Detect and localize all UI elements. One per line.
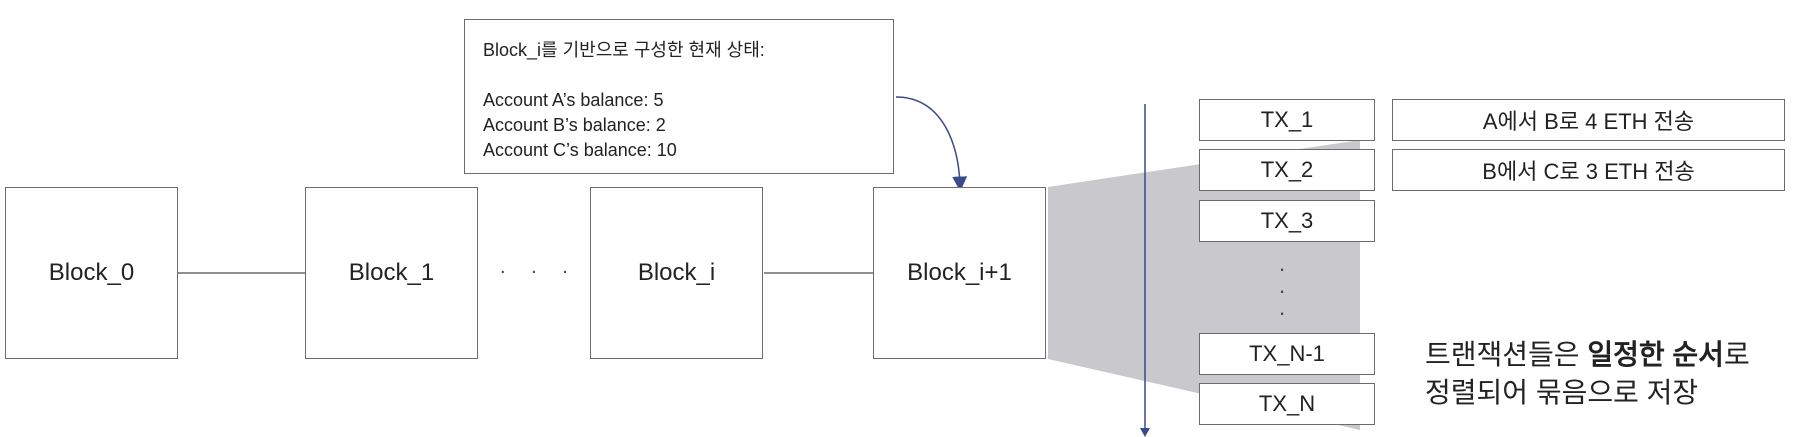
block-1: Block_1 (305, 187, 478, 359)
tx-ellipsis-dot: · (1278, 300, 1286, 325)
callout-line-b: Account B’s balance: 2 (483, 115, 666, 135)
tx-2-label: TX_2 (1260, 157, 1314, 182)
tx-1: TX_1 (1199, 99, 1375, 141)
ordering-note-line-2: 정렬되어 묶음으로 저장 (1425, 377, 1699, 408)
block-i-plus-1-label: Block_i+1 (907, 259, 1012, 286)
state-callout: Block_i를 기반으로 구성한 현재 상태: Account A’s bal… (464, 19, 894, 174)
block-1-label: Block_1 (348, 259, 435, 286)
tx-3-label: TX_3 (1260, 208, 1314, 233)
order-axis-arrowhead (1140, 428, 1150, 437)
callout-line-c: Account C’s balance: 10 (483, 140, 677, 160)
tx-ellipsis: · · · (1272, 258, 1292, 324)
tx-ellipsis-dot: · (1278, 278, 1286, 303)
block-0-label: Block_0 (48, 259, 135, 286)
blocks-ellipsis: . . . (500, 256, 578, 278)
tx-2-description: B에서 C로 3 ETH 전송 (1392, 149, 1785, 191)
ordering-note: 트랜잭션들은 일정한 순서로 정렬되어 묶음으로 저장 (1425, 336, 1785, 412)
tx-ellipsis-dot: · (1278, 256, 1286, 281)
block-i-label: Block_i (637, 259, 716, 286)
ordering-note-line-1: 트랜잭션들은 일정한 순서로 (1425, 336, 1785, 374)
tx-n-minus-1-label: TX_N-1 (1249, 341, 1325, 366)
tx-n-minus-1: TX_N-1 (1199, 333, 1375, 375)
tx-2: TX_2 (1199, 149, 1375, 191)
note-prefix: 트랜잭션들은 (1425, 339, 1588, 370)
tx-n-label: TX_N (1258, 391, 1316, 416)
tx-n: TX_N (1199, 383, 1375, 425)
tx-2-description-text: B에서 C로 3 ETH 전송 (1482, 159, 1695, 184)
callout-line-a: Account A’s balance: 5 (483, 90, 664, 110)
tx-1-description-text: A에서 B로 4 ETH 전송 (1482, 109, 1695, 134)
note-emphasis: 일정한 순서 (1587, 339, 1724, 370)
tx-1-description: A에서 B로 4 ETH 전송 (1392, 99, 1785, 141)
state-arrow (895, 96, 968, 192)
block-i: Block_i (590, 187, 763, 359)
tx-1-label: TX_1 (1260, 107, 1314, 132)
block-0: Block_0 (5, 187, 178, 359)
tx-3: TX_3 (1199, 200, 1375, 242)
note-suffix: 로 (1723, 339, 1750, 370)
block-i-plus-1: Block_i+1 (873, 187, 1046, 359)
callout-title: Block_i를 기반으로 구성한 현재 상태: (483, 40, 765, 60)
